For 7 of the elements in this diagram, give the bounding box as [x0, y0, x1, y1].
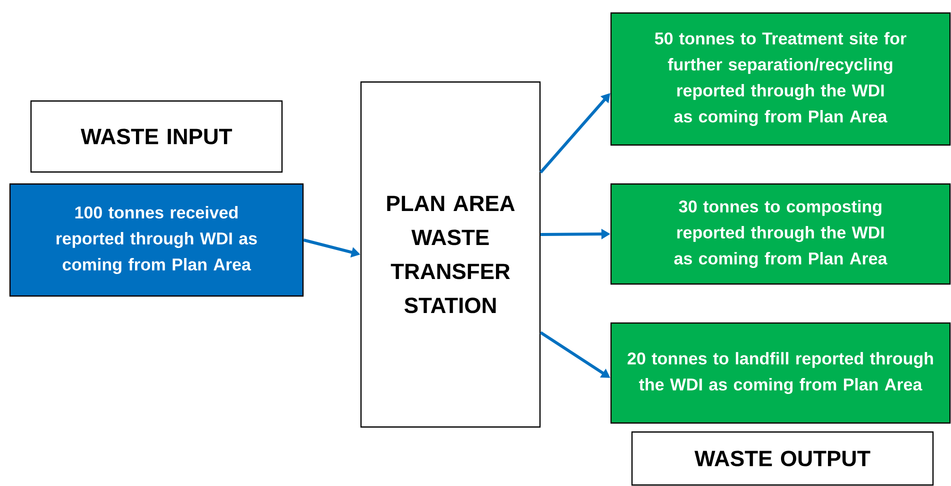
heading-box: WASTE INPUT — [30, 100, 283, 173]
process-box: PLAN AREA WASTE TRANSFER STATION — [360, 81, 541, 428]
heading-box: WASTE OUTPUT — [631, 431, 934, 486]
process-box: 30 tonnes to composting reported through the WDI as coming from Plan Area — [610, 183, 951, 285]
process-box: 20 tonnes to landfill reported through the WDI as coming from Plan Area — [610, 322, 951, 424]
process-box: 50 tonnes to Treatment site for further separation/recycling reported through the WDI as coming from Plan Area — [610, 12, 951, 146]
process-box: 100 tonnes received reported through WDI as coming from Plan Area — [9, 183, 304, 297]
